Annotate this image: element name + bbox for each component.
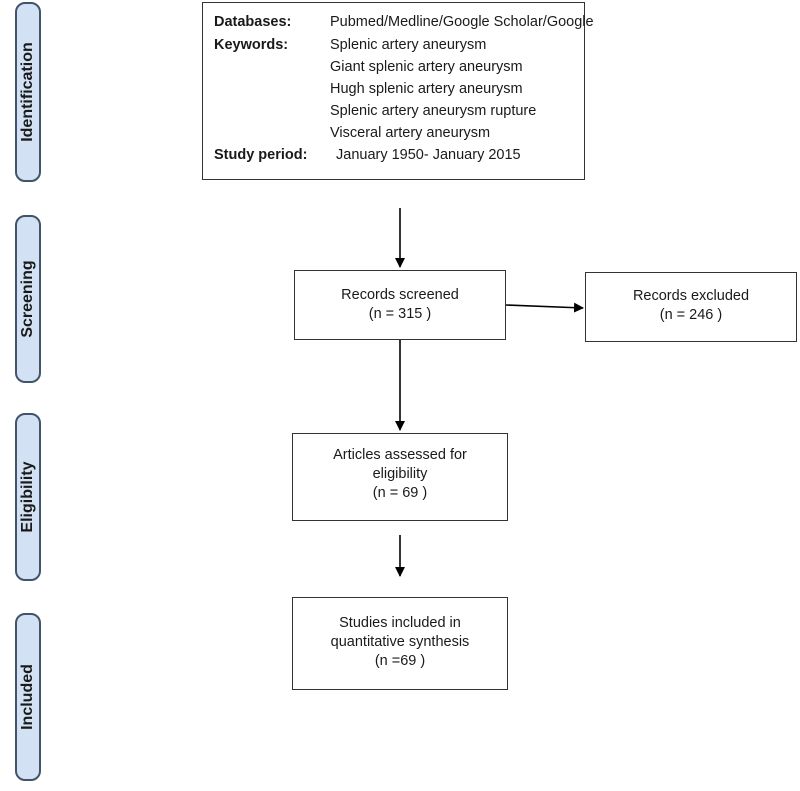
eligibility-count: (n = 69 ) bbox=[372, 485, 428, 501]
arrow-screened-to-excluded bbox=[505, 302, 584, 313]
keywords-label: Keywords: bbox=[214, 37, 289, 53]
records-screened-label: Records screened bbox=[341, 287, 459, 303]
included-box: Studies included in quantitative synthes… bbox=[292, 597, 508, 690]
stage-included-label: Included bbox=[19, 664, 36, 730]
eligibility-box: Articles assessed for eligibility (n = 6… bbox=[292, 433, 508, 521]
study-period-value: January 1950- January 2015 bbox=[336, 147, 521, 163]
keyword-item: Splenic artery aneurysm bbox=[330, 37, 487, 53]
records-screened-count: (n = 315 ) bbox=[368, 306, 432, 322]
included-line1: Studies included in bbox=[339, 615, 461, 631]
stage-included: Included bbox=[15, 613, 41, 781]
study-period-label: Study period: bbox=[214, 147, 308, 163]
included-line2: quantitative synthesis bbox=[330, 634, 470, 650]
search-criteria-box: Databases: Pubmed/Medline/Google Scholar… bbox=[202, 2, 594, 180]
records-screened-box: Records screened (n = 315 ) bbox=[294, 270, 506, 340]
stage-identification: Identification bbox=[15, 2, 41, 182]
keyword-item: Splenic artery aneurysm rupture bbox=[330, 103, 537, 119]
included-count: (n =69 ) bbox=[374, 653, 426, 669]
eligibility-line1: Articles assessed for bbox=[333, 447, 467, 463]
records-excluded-label: Records excluded bbox=[632, 288, 750, 304]
stage-screening-label: Screening bbox=[19, 260, 36, 338]
stage-identification-label: Identification bbox=[19, 42, 36, 142]
keyword-item: Visceral artery aneurysm bbox=[330, 125, 491, 141]
records-excluded-box: Records excluded (n = 246 ) bbox=[585, 272, 797, 342]
keyword-item: Giant splenic artery aneurysm bbox=[330, 59, 523, 75]
databases-label: Databases: bbox=[214, 14, 292, 30]
stage-eligibility: Eligibility bbox=[15, 413, 41, 581]
stage-screening: Screening bbox=[15, 215, 41, 383]
stage-eligibility-label: Eligibility bbox=[19, 461, 36, 533]
databases-value: Pubmed/Medline/Google Scholar/Google bbox=[330, 14, 594, 30]
eligibility-line2: eligibility bbox=[372, 466, 428, 482]
keyword-item: Hugh splenic artery aneurysm bbox=[330, 81, 523, 97]
records-excluded-count: (n = 246 ) bbox=[659, 307, 723, 323]
